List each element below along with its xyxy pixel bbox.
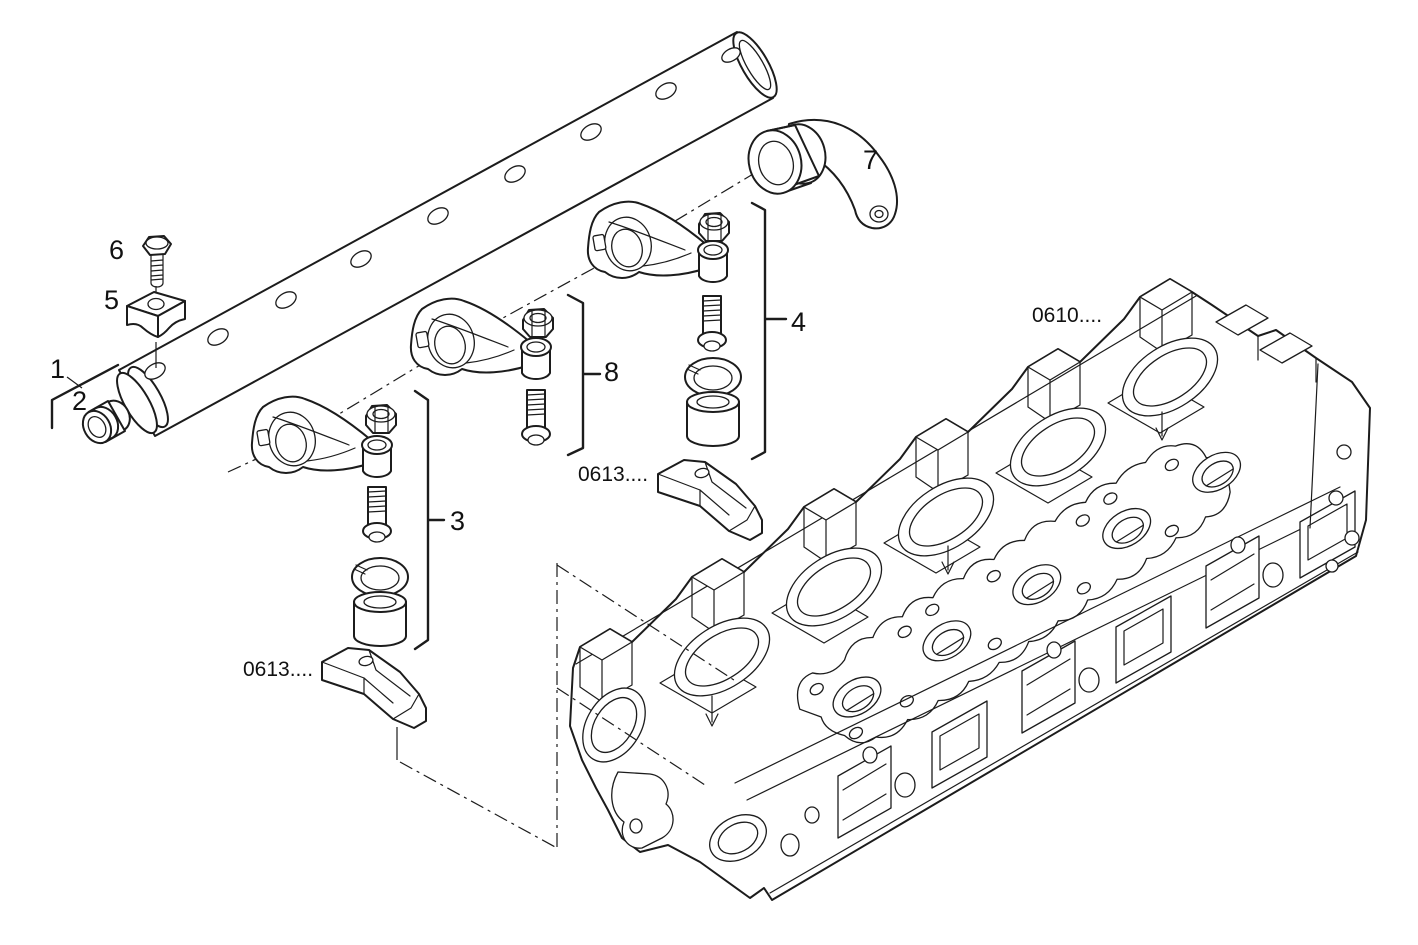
part-ref-0613-upper: 0613....: [578, 463, 648, 486]
shaft-oil-holes: [144, 47, 741, 380]
front-face-holes: [780, 536, 1284, 857]
adjusting-screw: [697, 295, 727, 352]
bracket-3: [413, 389, 446, 651]
right-end-holes: [1325, 444, 1360, 573]
callout-6: 6: [109, 235, 124, 265]
adjusting-screw: [362, 486, 392, 543]
support-lever: [747, 119, 899, 230]
head-gasket-face: [796, 443, 1249, 744]
callout-7: 7: [863, 145, 878, 175]
wedge-axis-lines: [396, 563, 738, 849]
cylinder-head: [569, 278, 1371, 901]
rocker-shaft: [116, 31, 778, 437]
lock-nut: [365, 404, 397, 434]
head-boss: [611, 771, 674, 849]
part-ref-0610: 0610....: [1032, 304, 1102, 327]
bracket-1-2: [50, 363, 120, 430]
rocker-arm-assembly-3: [586, 200, 742, 447]
bushing: [353, 591, 407, 647]
callout-brackets: [50, 201, 788, 651]
rocker-arm-assembly-2: [409, 297, 554, 446]
callout-4: 4: [791, 307, 806, 337]
bracket-8: [566, 293, 602, 457]
rocker-arm-assembly-1: [250, 395, 409, 647]
adjusting-screw: [521, 389, 551, 446]
shaft-plug: [81, 399, 131, 445]
assembly-arrows: [705, 411, 1169, 727]
guide-wedge-upper: [657, 459, 763, 541]
leader-1: [66, 376, 83, 389]
lock-nut: [522, 308, 554, 338]
bracket-4: [750, 201, 788, 461]
callout-1: 1: [50, 354, 65, 384]
clamp-bolt: [142, 235, 172, 288]
shaft-clamp: [126, 291, 186, 338]
lock-nut: [698, 212, 730, 242]
part-ref-0613-lower: 0613....: [243, 658, 313, 681]
spring-ring: [684, 357, 742, 397]
callout-2: 2: [72, 386, 87, 416]
callout-5: 5: [104, 285, 119, 315]
guide-wedge-lower: [321, 647, 427, 729]
callout-8: 8: [604, 357, 619, 387]
spring-ring: [351, 557, 409, 597]
callout-3: 3: [450, 506, 465, 536]
bushing: [686, 391, 740, 447]
head-small-holes: [809, 458, 1179, 740]
